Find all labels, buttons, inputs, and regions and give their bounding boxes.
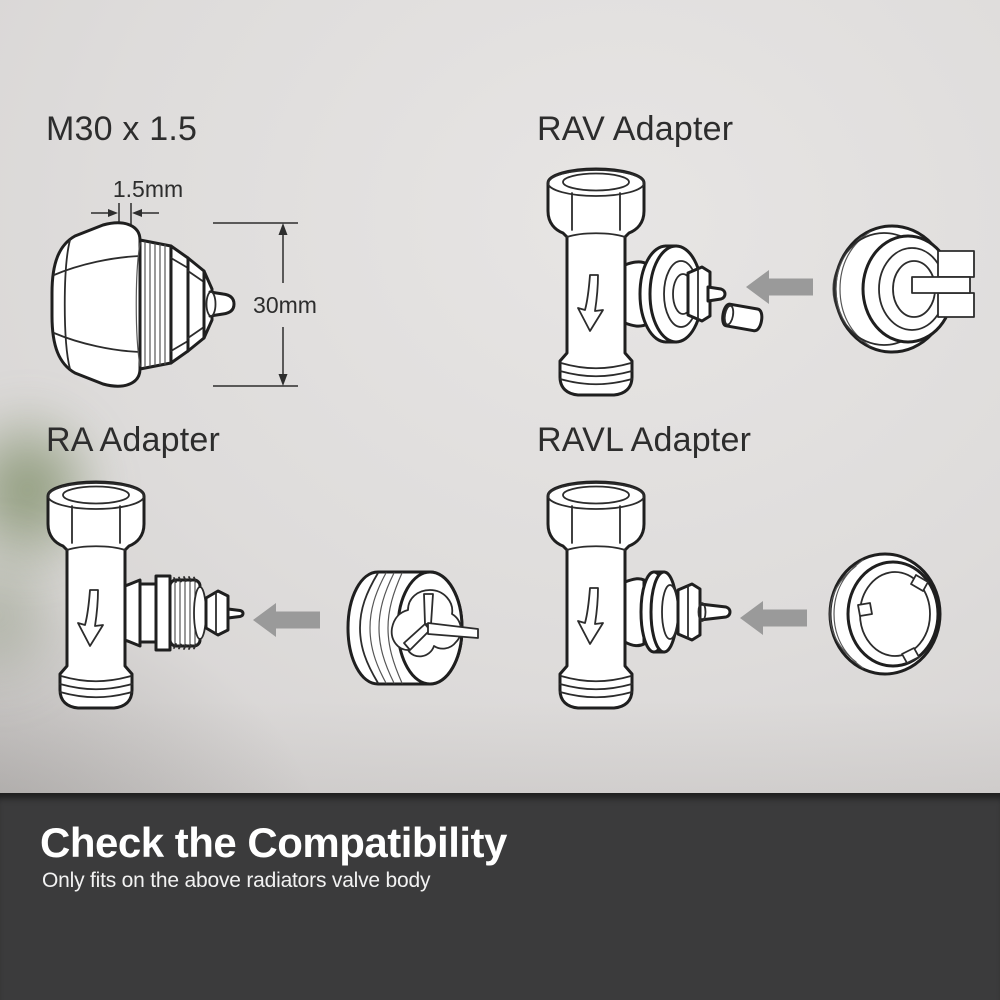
insert-arrow-icon [740, 601, 807, 635]
adapter-prong-bottom [937, 292, 975, 318]
footer-title: Check the Compatibility [40, 819, 507, 866]
valve-pin [706, 285, 727, 303]
footer-subtitle: Only fits on the above radiators valve b… [42, 869, 431, 892]
m30-adapter-drawing: 1.5mm 30mm [50, 176, 317, 388]
valve-pin [698, 602, 732, 622]
flow-direction-arrow [577, 274, 604, 332]
valve-pin [226, 607, 245, 620]
adapter-slot [911, 276, 971, 294]
pitch-arrow-left [132, 209, 142, 217]
rav-valve-body [546, 167, 727, 397]
flow-direction-arrow [77, 589, 104, 647]
ra-section-title: RA Adapter [46, 421, 221, 459]
pitch-dimension-label: 1.5mm [113, 176, 183, 202]
adapter-tab-top [910, 574, 929, 592]
rav-section-title: RAV Adapter [537, 110, 734, 148]
insert-arrow-icon [746, 270, 813, 304]
rav-pin-piece [721, 302, 764, 333]
m30-section-title: M30 x 1.5 [46, 110, 198, 148]
rav-compatibility-drawing [546, 167, 975, 397]
diameter-dimension: 30mm [213, 222, 317, 387]
m30-nut-body [50, 221, 236, 388]
ravl-adapter-drawing [828, 552, 942, 676]
adapter-prong-top [937, 250, 975, 278]
footer-band: Check the Compatibility Only fits on the… [0, 793, 1000, 1000]
ravl-section-title: RAVL Adapter [537, 421, 752, 459]
ra-compatibility-drawing [46, 480, 479, 710]
rav-adapter-drawing [832, 224, 975, 354]
flow-direction-arrow [577, 587, 604, 645]
adapter-tab-left [857, 602, 873, 617]
insert-arrow-icon [253, 603, 320, 637]
diameter-dimension-label: 30mm [253, 292, 317, 318]
ravl-valve-body [546, 480, 732, 710]
pitch-arrow-right [108, 209, 118, 217]
ra-valve-body [46, 480, 245, 710]
adapter-slit [427, 622, 479, 639]
ravl-compatibility-drawing [546, 480, 942, 710]
valve-pin [208, 290, 236, 318]
ra-adapter-drawing [346, 570, 479, 686]
adapter-tab-bottom [901, 647, 920, 664]
